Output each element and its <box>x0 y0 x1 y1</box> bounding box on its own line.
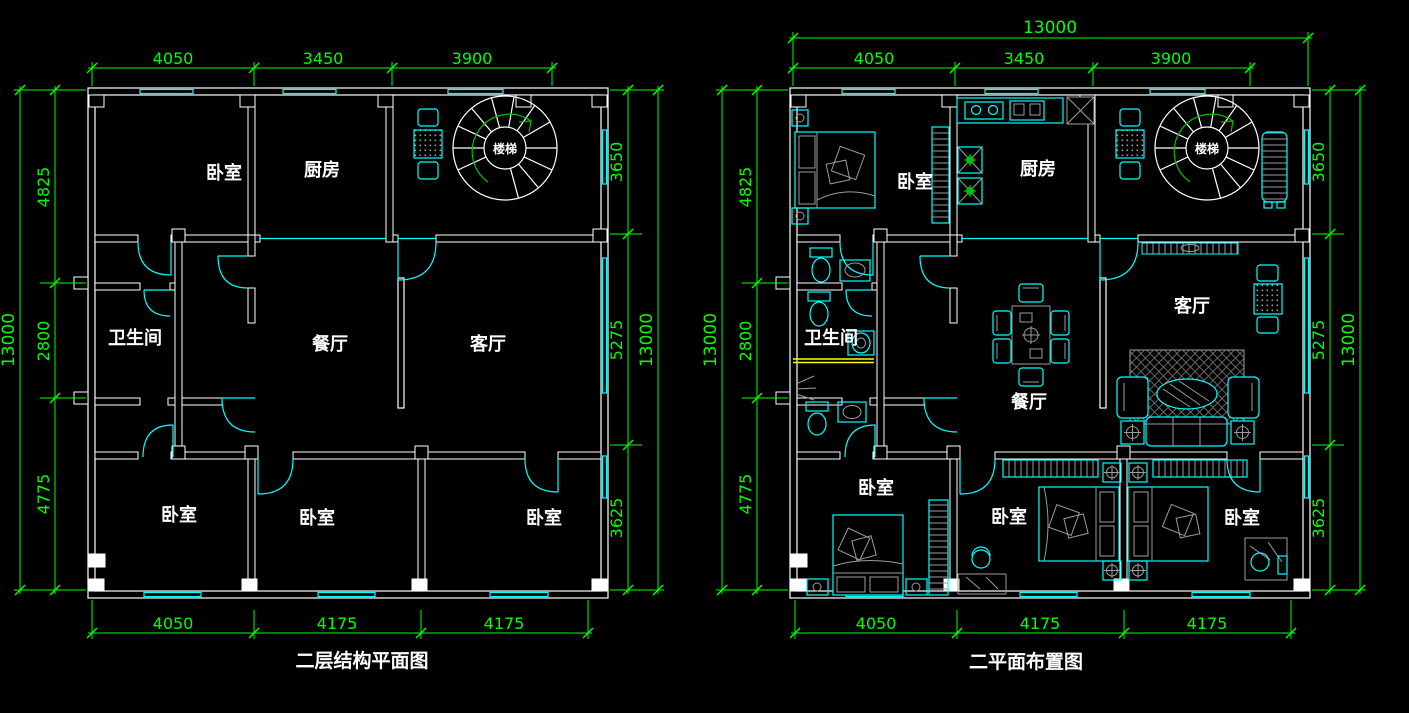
coffee-table <box>1156 378 1218 410</box>
dim-value: 3900 <box>1151 49 1192 68</box>
room-label-bedroom-top: 卧室 <box>897 171 933 193</box>
dim-value: 4050 <box>153 49 194 68</box>
kitchen-fixtures <box>956 96 1095 205</box>
right-plan-dim-top-overall: 13000 <box>787 18 1314 86</box>
dim-value: 4050 <box>153 614 194 633</box>
right-plan-furniture <box>791 96 1288 596</box>
dim-overall: 13000 <box>0 313 19 367</box>
window-table-set <box>1253 264 1283 334</box>
dim-value: 4175 <box>317 614 358 633</box>
closet-bm <box>1002 459 1099 478</box>
bed-bottom-left <box>806 499 949 596</box>
desk-chair <box>957 546 1007 595</box>
sofa <box>1145 416 1228 447</box>
dim-overall: 13000 <box>701 313 721 367</box>
room-label-living: 客厅 <box>470 333 506 355</box>
dim-value: 5275 <box>607 320 626 361</box>
right-plan-room-labels: 卧室 厨房 卫生间 餐厅 客厅 卧室 卧室 卧室 <box>804 158 1260 529</box>
dim-value: 3650 <box>607 142 626 183</box>
room-label-bedroom-br: 卧室 <box>526 507 562 529</box>
dim-overall: 13000 <box>1339 313 1359 367</box>
left-plan-title: 二层结构平面图 <box>295 649 428 672</box>
dim-value: 4175 <box>1187 614 1228 633</box>
dim-value: 3900 <box>452 49 493 68</box>
room-label-dining: 餐厅 <box>311 333 348 355</box>
dim-value: 4775 <box>736 474 755 515</box>
left-plan: 卧室 厨房 卫生间 餐厅 客厅 卧室 卧室 卧室 4050 3450 3900 … <box>0 49 664 672</box>
dim-overall: 13000 <box>1023 18 1077 38</box>
wall-lamp-rays <box>795 375 817 401</box>
room-label-kitchen: 厨房 <box>1020 158 1056 180</box>
dim-value: 3625 <box>607 498 626 539</box>
dim-value: 3450 <box>1004 49 1045 68</box>
dim-value: 2800 <box>736 321 755 362</box>
left-plan-dim-right: 3650 5275 3625 13000 <box>607 84 664 596</box>
right-plan-dim-right: 3650 5275 3625 13000 <box>1309 84 1366 596</box>
right-plan-title: 二平面布置图 <box>969 650 1083 673</box>
left-plan-room-labels: 卧室 厨房 卫生间 餐厅 客厅 卧室 卧室 卧室 <box>108 159 562 529</box>
bathroom-fixtures <box>793 247 875 436</box>
wardrobe <box>931 126 950 224</box>
bed-top-left <box>791 109 950 225</box>
living-room-set <box>1116 131 1288 447</box>
left-plan-dim-top: 4050 3450 3900 <box>86 49 558 86</box>
right-plan-dim-left: 4825 2800 4775 13000 <box>701 84 788 596</box>
dim-value: 4825 <box>34 167 53 208</box>
dining-table-set <box>992 283 1070 387</box>
room-label-bedroom-bm: 卧室 <box>299 507 335 529</box>
dim-value: 4825 <box>736 167 755 208</box>
bed-bottom-right <box>1102 462 1288 581</box>
dim-value: 4050 <box>854 49 895 68</box>
room-label-kitchen: 厨房 <box>304 159 340 181</box>
shower-screen-line <box>793 358 874 364</box>
radiator-cabinet <box>1261 131 1288 209</box>
room-label-dining: 餐厅 <box>1010 391 1047 413</box>
room-label-living: 客厅 <box>1174 295 1210 317</box>
dim-value: 2800 <box>34 321 53 362</box>
kitchen-stool-plant <box>957 146 983 174</box>
right-plan-dim-top: 4050 3450 3900 <box>787 49 1256 86</box>
room-label-bedroom-bl: 卧室 <box>858 477 894 499</box>
room-label-bathroom: 卫生间 <box>108 327 162 349</box>
room-label-bedroom-top: 卧室 <box>206 162 242 184</box>
dim-value: 4175 <box>484 614 525 633</box>
dim-value: 3450 <box>303 49 344 68</box>
right-plan: 卧室 厨房 卫生间 餐厅 客厅 卧室 卧室 卧室 13000 4050 3450… <box>701 18 1366 673</box>
room-label-bedroom-bl: 卧室 <box>161 504 197 526</box>
wardrobe <box>928 499 949 596</box>
room-label-bedroom-br: 卧室 <box>1224 507 1260 529</box>
kitchen-stool-plant <box>957 177 983 205</box>
left-plan-dim-left: 4825 2800 4775 13000 <box>0 84 86 596</box>
closet-br <box>1152 459 1248 478</box>
dim-value: 4175 <box>1020 614 1061 633</box>
left-plan-dim-bottom: 4050 4175 4175 <box>86 600 594 639</box>
dim-value: 3625 <box>1309 498 1328 539</box>
nightstand-lamps <box>1102 462 1148 581</box>
bed-bottom-middle <box>957 486 1120 595</box>
desk-chair <box>1244 537 1288 581</box>
shoe-cabinet <box>1141 242 1239 255</box>
room-label-bedroom-bm: 卧室 <box>991 506 1027 528</box>
right-plan-dim-bottom: 4050 4175 4175 <box>789 600 1297 639</box>
dim-value: 3650 <box>1309 142 1328 183</box>
dim-value: 5275 <box>1309 320 1328 361</box>
dim-value: 4775 <box>34 474 53 515</box>
dim-overall: 13000 <box>637 313 657 367</box>
dim-value: 4050 <box>856 614 897 633</box>
room-label-bathroom: 卫生间 <box>804 327 858 349</box>
